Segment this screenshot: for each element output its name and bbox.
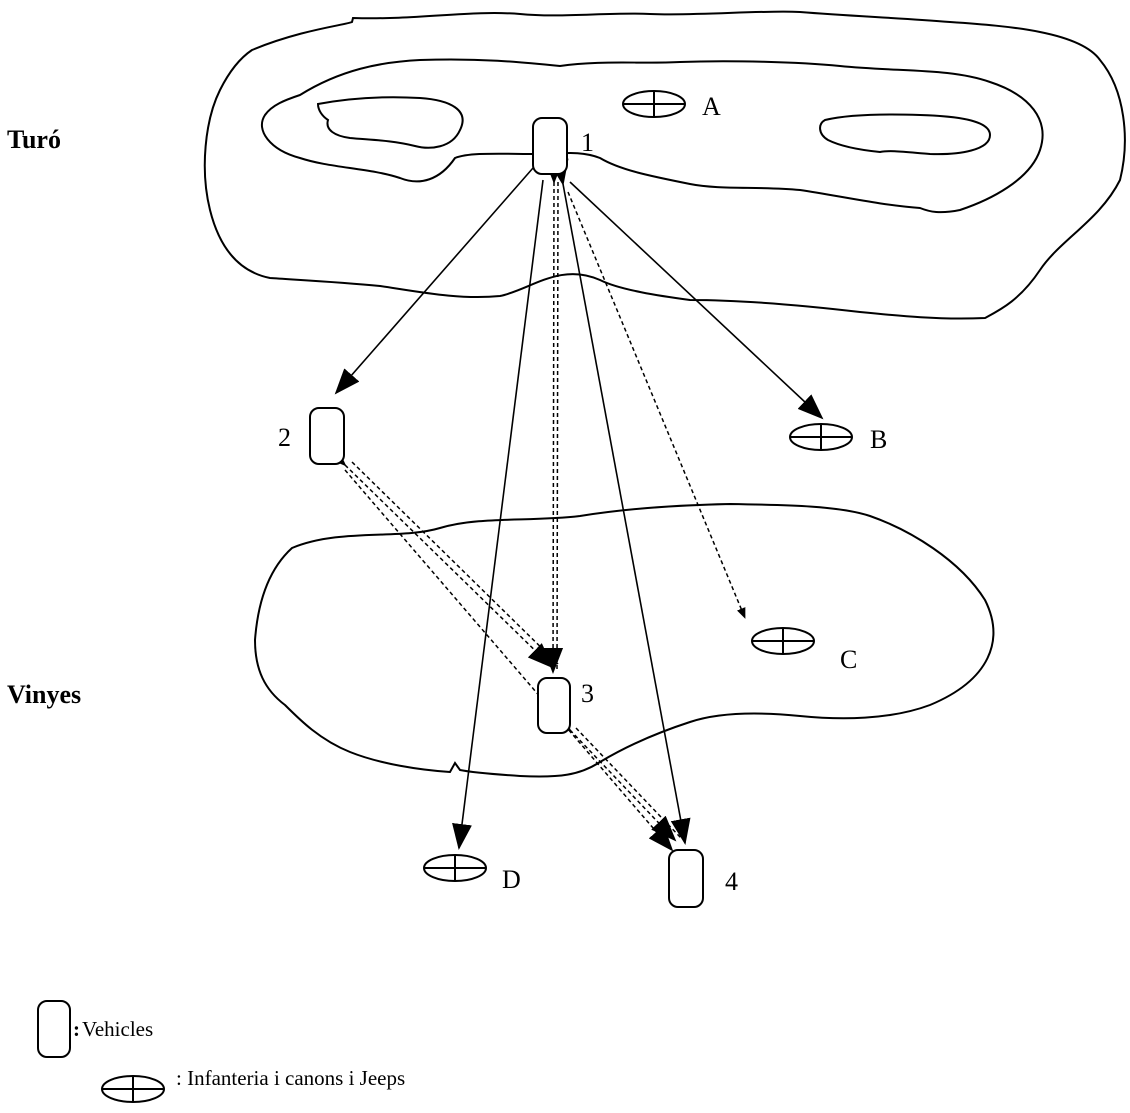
vehicle-label-2: 2: [278, 423, 291, 452]
arrow-2-3-dashed-b: [351, 461, 559, 665]
arrow-1-3-dashed-a: [543, 157, 565, 674]
vineyard-contour: [253, 502, 995, 778]
arrow-1-3-dashed-b: [556, 181, 559, 673]
legend-vehicles-colon: :: [73, 1017, 80, 1041]
legend-vehicle-symbol: [37, 1000, 71, 1058]
vehicle-3: [537, 677, 571, 734]
vehicles: [309, 117, 704, 908]
hill-outer-contour: [203, 10, 1126, 320]
hill-inner-contour: [260, 58, 1044, 214]
infantry-unit-a: [622, 90, 686, 118]
legend: : Vehicles : Infanteria i canons i Jeeps: [37, 1000, 405, 1103]
vehicle-1: [532, 117, 568, 175]
vehicle-4: [668, 849, 704, 908]
arrow-1-to-b: [569, 181, 824, 420]
vehicle-label-1: 1: [581, 128, 594, 157]
hill-peak-right: [819, 113, 992, 156]
arrow-3-4-dashed-b: [575, 727, 682, 839]
region-label-turo: Turó: [7, 125, 61, 154]
arrow-2-4-dashed: [344, 469, 674, 852]
arrow-1-4-double: [548, 158, 691, 845]
infantry-label-d: D: [502, 865, 521, 894]
infantry-unit-b: [789, 423, 853, 451]
arrow-1-to-d: [452, 179, 544, 850]
hill-region: [203, 10, 1126, 320]
arrow-2-3-dashed-a: [320, 441, 554, 669]
arrow-1-to-c-dashed: [567, 191, 746, 619]
arrows: [320, 157, 824, 852]
infantry-label-c: C: [840, 645, 857, 674]
arrow-3-4-dashed-a: [546, 705, 677, 842]
region-label-vinyes: Vinyes: [7, 680, 81, 709]
infantry-label-a: A: [702, 92, 721, 121]
infantry-label-b: B: [870, 425, 887, 454]
legend-vehicles-text: Vehicles: [82, 1017, 153, 1041]
legend-infantry-text: : Infanteria i canons i Jeeps: [176, 1066, 405, 1090]
infantry-unit-d: [423, 854, 487, 882]
vehicle-label-3: 3: [581, 679, 594, 708]
hill-peak-left: [316, 96, 464, 149]
vehicle-2: [309, 407, 345, 465]
infantry-unit-c: [751, 627, 815, 655]
infantry-units: [423, 90, 853, 882]
arrow-1-to-2: [334, 167, 534, 395]
legend-infantry-symbol: [101, 1075, 165, 1103]
vehicle-label-4: 4: [725, 867, 738, 896]
vineyard-region: [253, 502, 995, 778]
